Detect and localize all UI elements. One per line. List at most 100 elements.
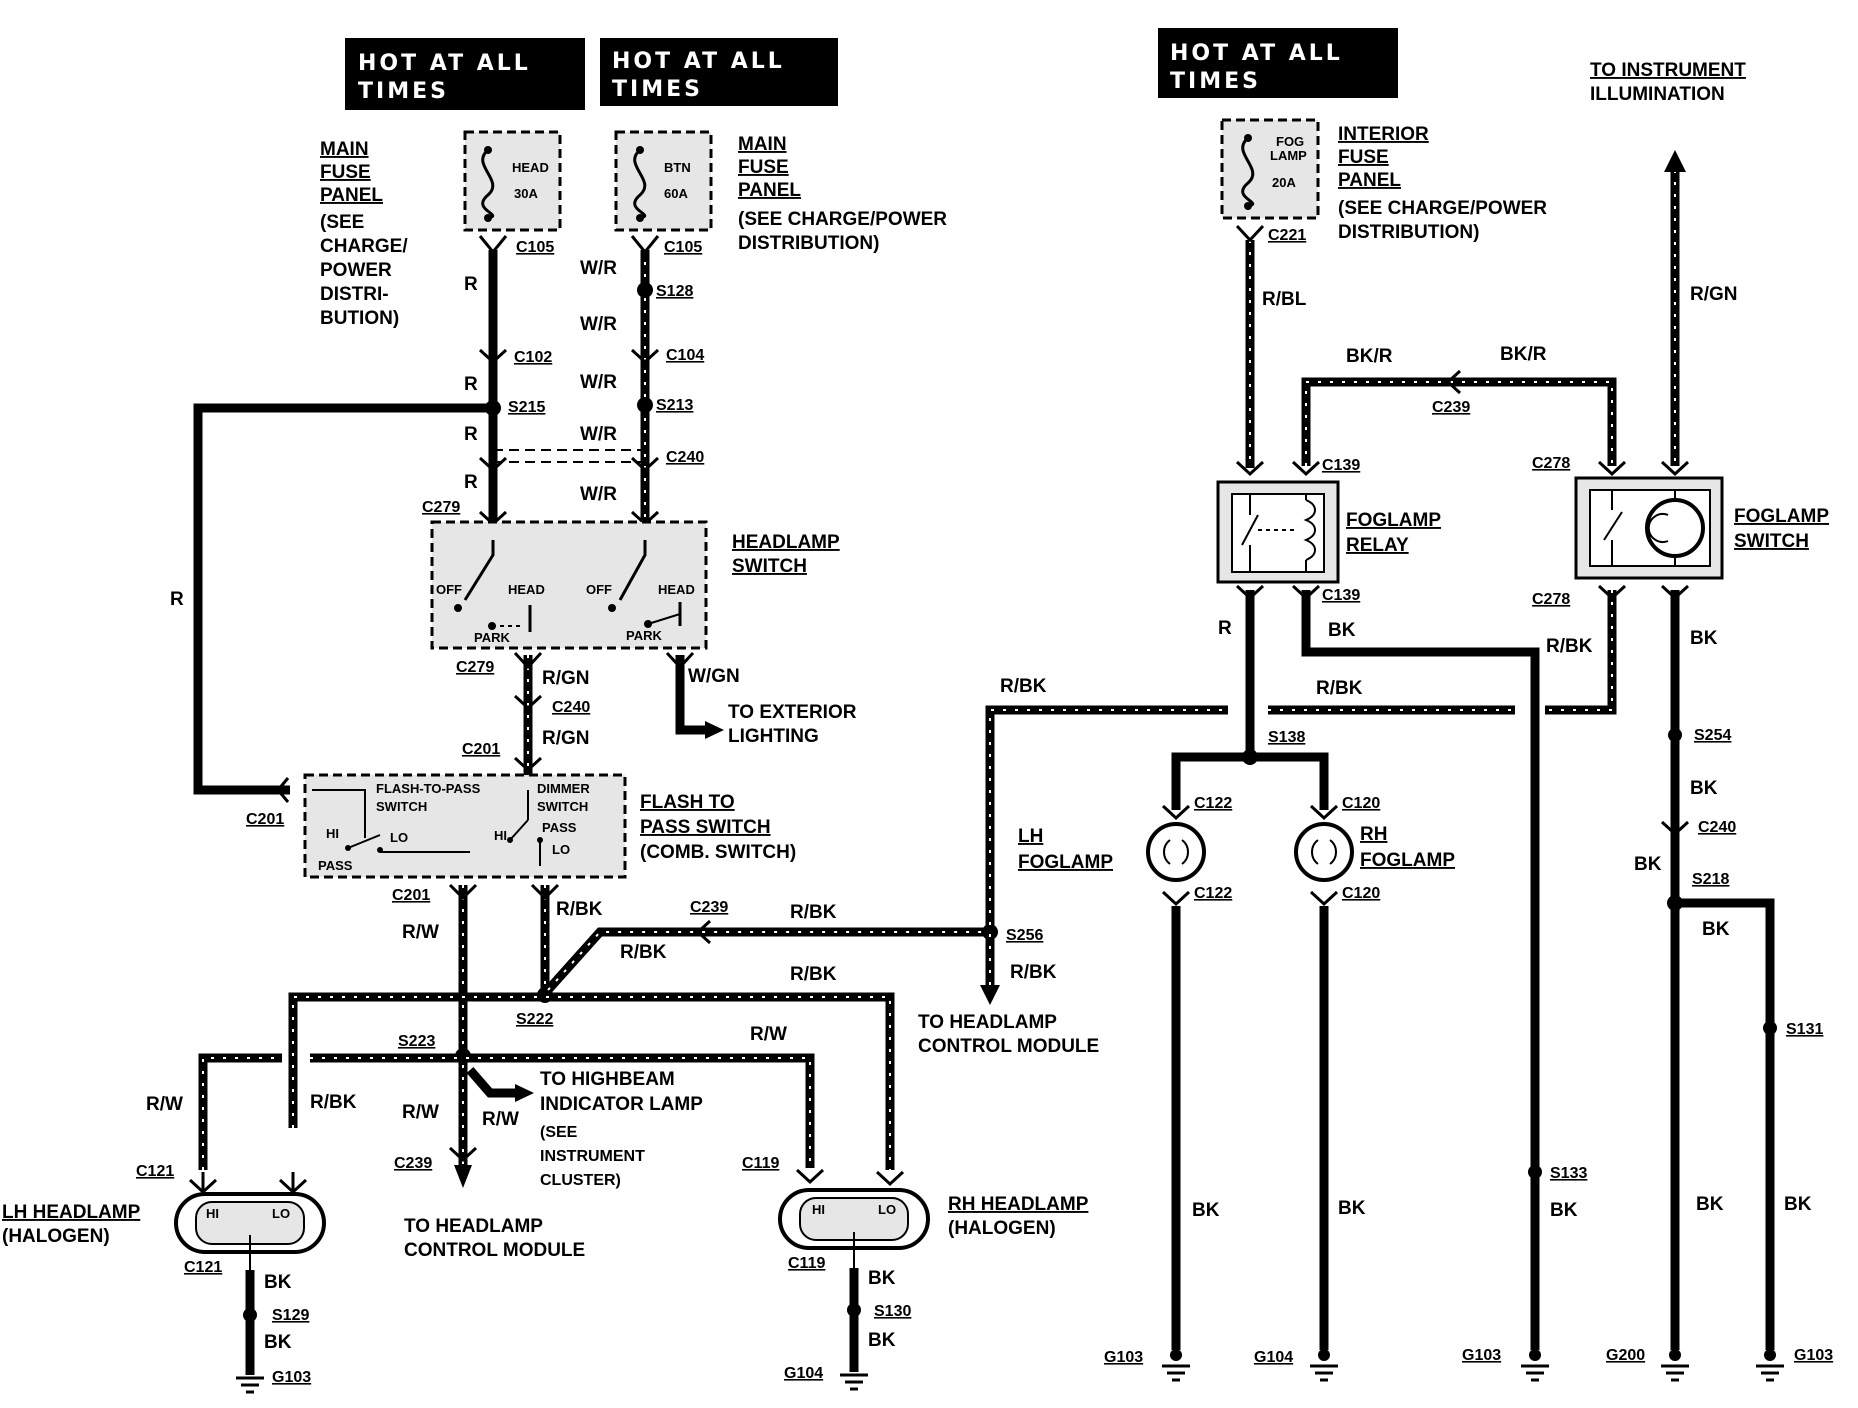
fuse-label: HEAD — [512, 160, 549, 175]
wire-r-relay-out — [1171, 584, 1329, 810]
wire-bk-switch — [1660, 584, 1777, 1350]
ftp-contact: LO — [552, 842, 570, 857]
label-line: (SEE CHARGE/POWER — [738, 209, 947, 230]
label-line: CHARGE/ — [320, 236, 408, 257]
label-line: PANEL — [738, 180, 801, 201]
hot-line1: HOT AT ALL — [1170, 41, 1343, 66]
wire-bk-relay-out — [1291, 584, 1542, 1350]
splice-s222: S222 — [516, 1011, 553, 1028]
splice-s215: S215 — [508, 399, 545, 416]
label-line: FUSE — [320, 162, 371, 183]
wire-label-bk: BK — [1702, 919, 1730, 940]
lh-foglamp-title: FOGLAMP — [1018, 852, 1113, 873]
label-line: DISTRIBUTION) — [738, 233, 879, 254]
wire-label-r: R — [464, 274, 478, 295]
fuse-btn-60a: BTN 60A — [614, 130, 713, 232]
lh-foglamp — [1146, 804, 1206, 1350]
wire-label-rw: R/W — [402, 1102, 439, 1123]
wire-label-rbk: R/BK — [1010, 962, 1057, 983]
wire-label-rbk: R/BK — [790, 964, 837, 985]
wire-label-bk: BK — [264, 1332, 292, 1353]
ground-label: G103 — [1462, 1347, 1501, 1364]
wire-rgn-illumination — [1660, 150, 1690, 477]
wire-rw-highbeam — [466, 1067, 534, 1102]
c201-left-connector — [276, 777, 290, 803]
connector-c105: C105 — [664, 239, 702, 256]
label-line: FUSE — [1338, 147, 1389, 168]
dest-highbeam: INDICATOR LAMP — [540, 1094, 703, 1115]
ground-g104-rhfog — [1310, 1349, 1338, 1382]
splice-s129: S129 — [272, 1307, 309, 1324]
label-line: DISTRI- — [320, 284, 389, 305]
wire-label-rbk: R/BK — [310, 1092, 357, 1113]
fuse-label: FOG — [1276, 134, 1304, 149]
splice-s223: S223 — [398, 1033, 435, 1050]
pos-park: PARK — [626, 628, 662, 643]
splice-s133: S133 — [1550, 1165, 1587, 1182]
foglamp-relay-title: RELAY — [1346, 535, 1409, 556]
ground-label: G104 — [1254, 1349, 1293, 1366]
ftp-inner: DIMMER — [537, 781, 590, 796]
splice-s131: S131 — [1786, 1021, 1823, 1038]
label-line: POWER — [320, 260, 392, 281]
hl-contact: HI — [206, 1206, 219, 1221]
pos-off: OFF — [436, 582, 462, 597]
wire-label-r: R — [170, 589, 184, 610]
ground-g103-relay — [1521, 1349, 1549, 1382]
lh-headlamp-title: (HALOGEN) — [2, 1226, 110, 1247]
wire-label-wr: W/R — [580, 424, 617, 445]
fuse-label: LAMP — [1270, 148, 1307, 163]
connector-c122: C122 — [1194, 885, 1232, 902]
wire-label-bk: BK — [1192, 1200, 1220, 1221]
ftp-title: PASS SWITCH — [640, 817, 771, 838]
fuse-label: BTN — [664, 160, 691, 175]
hl-contact: LO — [878, 1202, 896, 1217]
ground-g103-lh — [236, 1376, 264, 1394]
connector-c279: C279 — [422, 499, 460, 516]
wire-label-r: R — [1218, 618, 1232, 639]
splice-s138: S138 — [1268, 729, 1305, 746]
foglamp-switch-title: SWITCH — [1734, 531, 1809, 552]
foglamp-relay-title: FOGLAMP — [1346, 510, 1441, 531]
wire-label-bkr: BK/R — [1346, 346, 1393, 367]
dest-hcm-bottom: TO HEADLAMP — [404, 1216, 543, 1237]
wire-label-rbk: R/BK — [1546, 636, 1593, 657]
splice-s254: S254 — [1694, 727, 1731, 744]
connector-c240: C240 — [552, 699, 590, 716]
wire-bkr — [1291, 369, 1627, 477]
foglamp-switch — [1574, 476, 1724, 580]
hl-contact: LO — [272, 1206, 290, 1221]
wire-r-feed — [478, 235, 508, 530]
connector-c239: C239 — [1432, 399, 1470, 416]
wire-label-bk: BK — [1328, 620, 1356, 641]
connector-c239: C239 — [690, 899, 728, 916]
label-line: DISTRIBUTION) — [1338, 222, 1479, 243]
wire-label-rw: R/W — [402, 922, 439, 943]
lh-headlamp-title: LH HEADLAMP — [2, 1202, 141, 1223]
ftp-contact: PASS — [542, 820, 577, 835]
ground-label: G103 — [1104, 1349, 1143, 1366]
connector-c102: C102 — [514, 349, 552, 366]
dest-hcm-right: CONTROL MODULE — [918, 1036, 1099, 1057]
connector-c279: C279 — [456, 659, 494, 676]
label-line: BUTION) — [320, 308, 399, 329]
wire-label-bkr: BK/R — [1500, 344, 1547, 365]
connector-c278: C278 — [1532, 455, 1570, 472]
rh-foglamp-title: FOGLAMP — [1360, 850, 1455, 871]
connector-c201: C201 — [246, 811, 284, 828]
wire-label-rgn: R/GN — [542, 728, 590, 749]
connector-c139: C139 — [1322, 587, 1360, 604]
rh-headlamp: HI LO — [778, 1168, 930, 1372]
lh-foglamp-title: LH — [1018, 826, 1043, 847]
dest-hcm-bottom: CONTROL MODULE — [404, 1240, 585, 1261]
wire-label-rgn: R/GN — [542, 668, 590, 689]
ftp-contact: LO — [390, 830, 408, 845]
wire-label-bk: BK — [1550, 1200, 1578, 1221]
wire-rbk-switch — [1268, 584, 1627, 715]
label-line: INTERIOR — [1338, 124, 1429, 145]
ftp-inner: SWITCH — [537, 799, 588, 814]
wire-label-bk: BK — [1690, 778, 1718, 799]
headlamp-switch: OFF HEAD OFF HEAD PARK PARK — [430, 520, 708, 650]
label-line: (SEE — [320, 212, 364, 233]
ground-g103-s131 — [1756, 1349, 1784, 1382]
